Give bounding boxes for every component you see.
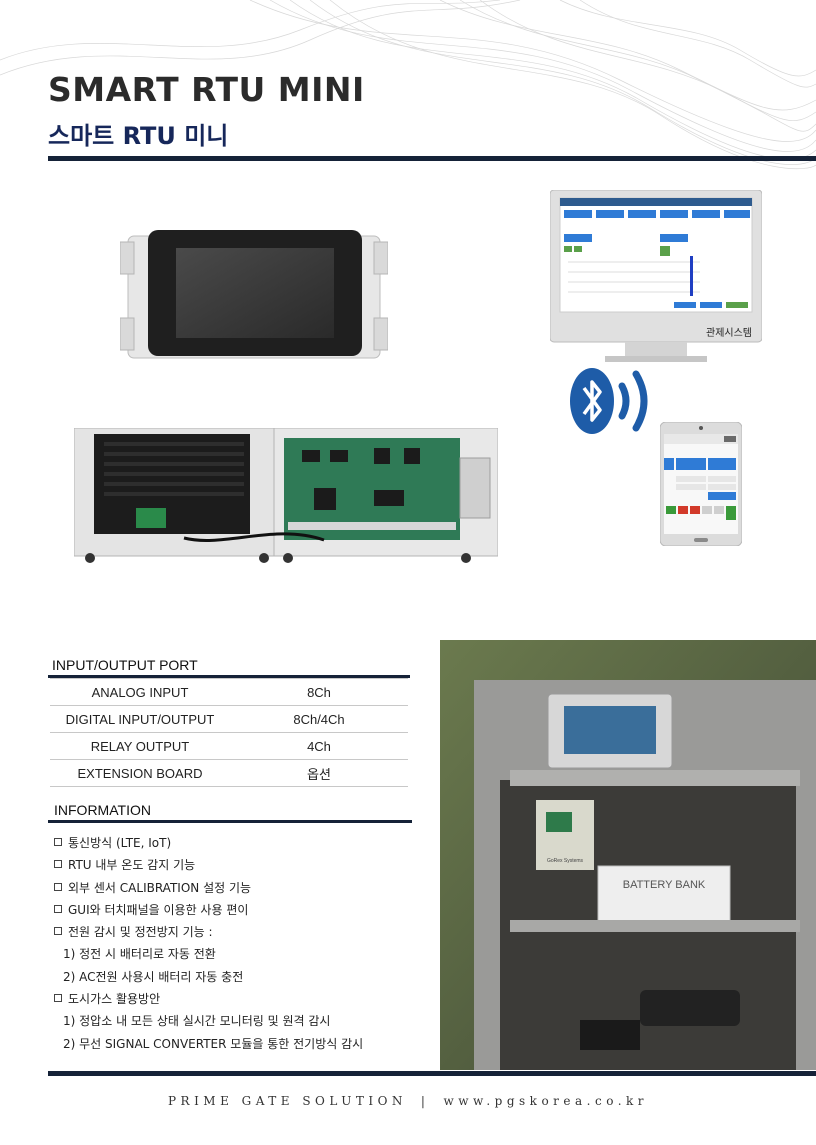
port-name: EXTENSION BOARD [50, 759, 230, 787]
header-divider [48, 156, 816, 161]
page-subtitle: 스마트 RTU 미니 [48, 122, 229, 150]
list-item-text: 2) 무선 SIGNAL CONVERTER 모듈을 통한 전기방식 감시 [63, 1036, 364, 1051]
table-row: RELAY OUTPUT 4Ch [50, 732, 408, 760]
battery-bank-label: BATTERY BANK [623, 879, 706, 891]
information-heading: INFORMATION [54, 802, 151, 818]
monitor-caption: 관제시스템 [706, 328, 752, 339]
port-value: 4Ch [230, 732, 408, 760]
list-item-text: 전원 감시 및 정전방지 기능 : [68, 925, 213, 940]
footer-company: PRIME GATE SOLUTION [167, 1094, 407, 1108]
bluetooth-icon [570, 368, 648, 434]
list-subitem: 2) AC전원 사용시 배터리 자동 충전 [54, 966, 363, 988]
io-port-heading: INPUT/OUTPUT PORT [52, 657, 198, 673]
square-bullet-icon [54, 927, 62, 936]
square-bullet-icon [54, 882, 62, 891]
installation-photo: BATTERY BANK GoRex Systems [440, 640, 816, 1070]
square-bullet-icon [54, 838, 62, 846]
list-subitem: 1) 정전 시 배터리로 자동 전환 [54, 943, 363, 965]
port-value: 8Ch [230, 678, 408, 706]
port-name: ANALOG INPUT [50, 678, 230, 706]
port-name: DIGITAL INPUT/OUTPUT [50, 705, 230, 733]
table-row: ANALOG INPUT 8Ch [50, 678, 408, 706]
header-wave-decoration [0, 0, 816, 169]
page-title: SMART RTU MINI [48, 70, 365, 109]
list-item-text: 2) AC전원 사용시 배터리 자동 충전 [63, 969, 244, 984]
list-item: 도시가스 활용방안 [54, 988, 363, 1010]
port-name: RELAY OUTPUT [50, 732, 230, 760]
information-divider [48, 820, 412, 823]
rtu-internal-board-image [74, 428, 498, 563]
footer-divider [48, 1071, 816, 1076]
list-item: 외부 센서 CALIBRATION 설정 기능 [54, 877, 363, 899]
footer: PRIME GATE SOLUTION | www.pgskorea.co.kr [0, 1094, 816, 1108]
rtu-device-image [120, 230, 388, 359]
list-item-text: GUI와 터치패널을 이용한 사용 편이 [68, 902, 249, 917]
square-bullet-icon [54, 994, 62, 1003]
footer-separator: | [420, 1094, 430, 1108]
list-item-text: RTU 내부 온도 감지 기능 [68, 858, 196, 873]
control-panel-label: GoRex Systems [547, 858, 584, 864]
list-item: 전원 감시 및 정전방지 기능 : [54, 921, 363, 943]
square-bullet-icon [54, 904, 62, 913]
io-port-table: ANALOG INPUT 8Ch DIGITAL INPUT/OUTPUT 8C… [50, 678, 408, 787]
list-item: GUI와 터치패널을 이용한 사용 편이 [54, 899, 363, 921]
io-port-divider [48, 675, 410, 678]
list-item-text: 1) 정압소 내 모든 상태 실시간 모니터링 및 원격 감시 [63, 1014, 331, 1029]
list-item-text: 외부 센서 CALIBRATION 설정 기능 [68, 880, 252, 895]
monitoring-system-monitor [550, 190, 762, 362]
list-item-text: 통신방식 (LTE, IoT) [68, 836, 172, 850]
port-value: 옵션 [230, 759, 408, 787]
information-list: 통신방식 (LTE, IoT) RTU 내부 온도 감지 기능 외부 센서 CA… [54, 832, 363, 1055]
port-value: 8Ch/4Ch [230, 705, 408, 733]
list-item-text: 1) 정전 시 배터리로 자동 전환 [63, 947, 216, 962]
list-item: RTU 내부 온도 감지 기능 [54, 854, 363, 876]
list-subitem: 2) 무선 SIGNAL CONVERTER 모듈을 통한 전기방식 감시 [54, 1033, 363, 1055]
list-subitem: 1) 정압소 내 모든 상태 실시간 모니터링 및 원격 감시 [54, 1010, 363, 1032]
footer-website[interactable]: www.pgskorea.co.kr [443, 1094, 649, 1108]
list-item-text: 도시가스 활용방안 [68, 992, 161, 1007]
list-item: 통신방식 (LTE, IoT) [54, 832, 363, 854]
table-row: EXTENSION BOARD 옵션 [50, 759, 408, 787]
table-row: DIGITAL INPUT/OUTPUT 8Ch/4Ch [50, 705, 408, 733]
square-bullet-icon [54, 860, 62, 869]
smartphone-app [660, 422, 742, 546]
